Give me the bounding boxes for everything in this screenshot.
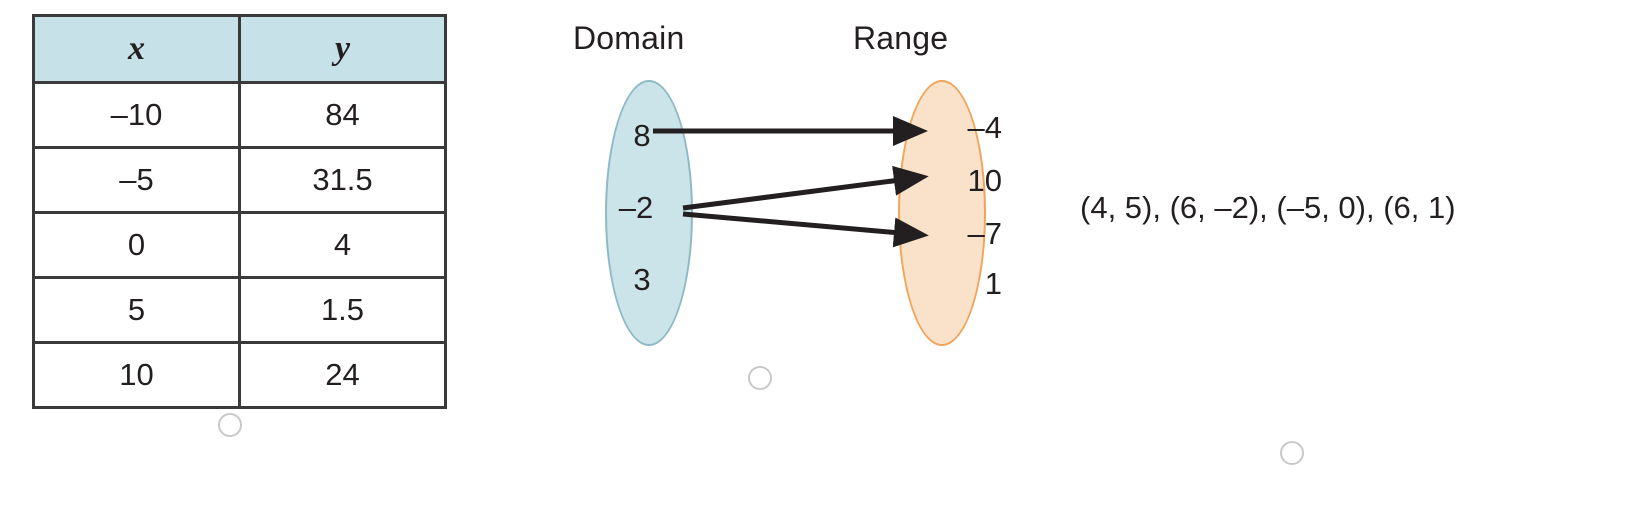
range-value: –7 — [967, 216, 1002, 251]
option-mapping-diagram[interactable]: Domain Range 8 –2 3 –4 10 –7 1 — [550, 0, 1020, 370]
table-row: 5 1.5 — [32, 276, 447, 344]
table-row: 0 4 — [32, 211, 447, 279]
cell-x: 10 — [32, 341, 241, 409]
range-value: 10 — [967, 163, 1002, 198]
radio-option-pairs[interactable] — [1280, 441, 1304, 465]
ordered-pairs-text: (4, 5), (6, –2), (–5, 0), (6, 1) — [1080, 190, 1456, 225]
domain-value: 8 — [633, 118, 651, 153]
table-row: –10 84 — [32, 81, 447, 149]
radio-option-mapping[interactable] — [748, 366, 772, 390]
cell-y: 31.5 — [238, 146, 447, 214]
cell-x: –5 — [32, 146, 241, 214]
domain-label: Domain — [573, 20, 685, 56]
xy-value-table: x y –10 84 –5 31.5 0 4 5 1.5 10 — [32, 14, 447, 409]
cell-y: 1.5 — [238, 276, 447, 344]
range-value: –4 — [967, 110, 1002, 145]
radio-option-table[interactable] — [218, 413, 242, 437]
option-table-of-values[interactable]: x y –10 84 –5 31.5 0 4 5 1.5 10 — [32, 14, 447, 409]
domain-ellipse — [605, 80, 693, 346]
arrow-neg2-to-10 — [682, 165, 929, 211]
domain-value: 3 — [633, 262, 651, 297]
cell-y: 84 — [238, 81, 447, 149]
table-header-row: x y — [32, 14, 447, 84]
column-header-x: x — [32, 14, 241, 84]
cell-x: 0 — [32, 211, 241, 279]
cell-y: 24 — [238, 341, 447, 409]
range-label: Range — [853, 20, 949, 56]
mapping-arrows — [653, 116, 929, 248]
range-value: 1 — [984, 266, 1002, 301]
option-ordered-pairs[interactable]: (4, 5), (6, –2), (–5, 0), (6, 1) — [1080, 190, 1520, 226]
cell-y: 4 — [238, 211, 447, 279]
cell-x: –10 — [32, 81, 241, 149]
arrow-neg2-to-neg7 — [682, 211, 929, 248]
cell-x: 5 — [32, 276, 241, 344]
table-body: –10 84 –5 31.5 0 4 5 1.5 10 24 — [32, 81, 447, 409]
table-row: –5 31.5 — [32, 146, 447, 214]
table-head: x y — [32, 14, 447, 84]
column-header-y: y — [238, 14, 447, 84]
table-row: 10 24 — [32, 341, 447, 409]
range-ellipse — [898, 80, 986, 346]
domain-value: –2 — [618, 190, 654, 225]
